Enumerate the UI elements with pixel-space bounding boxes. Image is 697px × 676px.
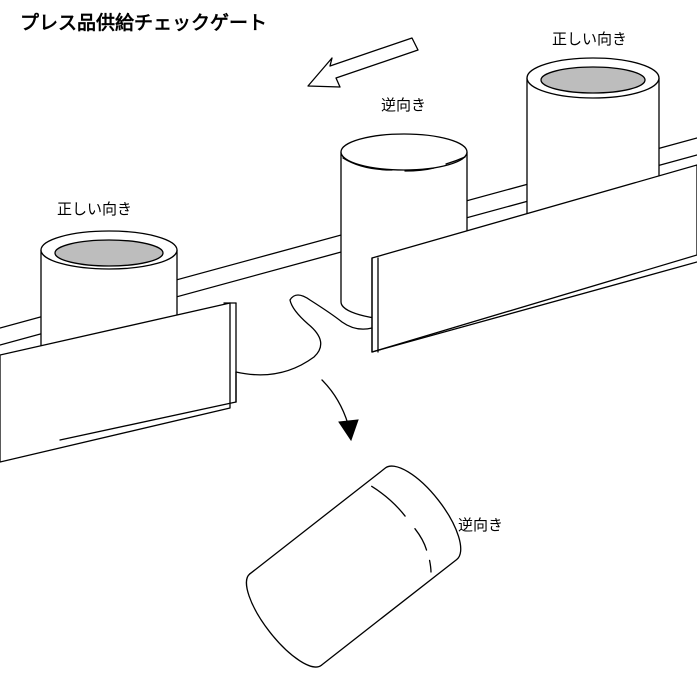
conveyor-front-edge xyxy=(59,261,697,441)
cylinder-rejected xyxy=(245,465,462,668)
cylinder-hole-left xyxy=(54,239,164,267)
label-correct-orientation-right: 正しい向き xyxy=(552,30,628,48)
diagram-title: プレス品供給チェックゲート xyxy=(20,12,268,34)
guide-wall-right xyxy=(371,164,697,353)
cylinder-hole-right xyxy=(540,66,646,94)
label-correct-orientation-left: 正しい向き xyxy=(57,200,133,218)
flow-direction-arrow xyxy=(307,37,419,88)
reject-drop-arrow xyxy=(321,379,359,442)
label-reverse-orientation-bottom: 逆向き xyxy=(458,516,504,534)
reject-gate-notch xyxy=(235,294,373,403)
label-reverse-orientation-top: 逆向き xyxy=(381,96,427,114)
